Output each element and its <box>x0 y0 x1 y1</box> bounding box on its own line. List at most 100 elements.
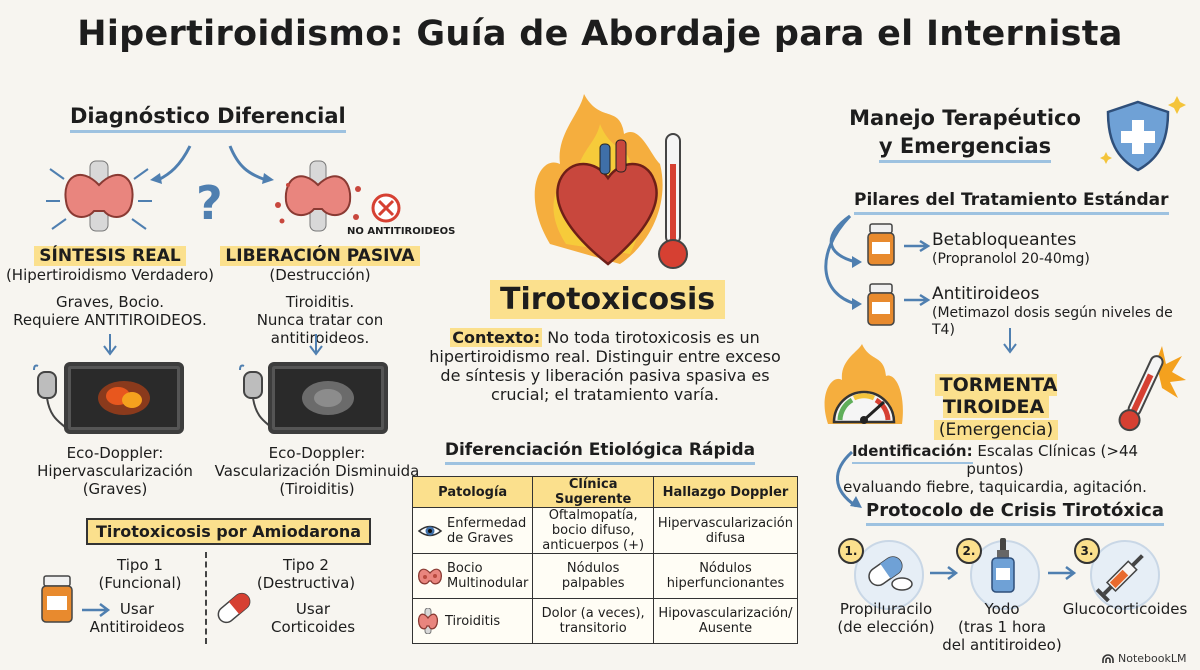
thyroid-nodules-icon <box>417 568 443 585</box>
eco-hypo-text: Eco-Doppler: Vascularización Disminuida … <box>212 444 422 498</box>
cell-line: Hipervascularización <box>657 515 793 531</box>
footer-brand-text: NotebookLM <box>1118 652 1187 665</box>
tipo1-action: Usar Antitiroideos <box>82 600 192 636</box>
curved-arrows-icon <box>824 214 862 310</box>
anti-block: Antitiroideos (Metimazol dosis según niv… <box>932 284 1200 339</box>
liberacion-sub: (Destrucción) <box>269 266 371 284</box>
hypervascular-scan-icon <box>98 381 150 415</box>
anti-sub: (Metimazol dosis según niveles de T4) <box>932 305 1173 338</box>
step2-l1: Yodo <box>984 600 1020 618</box>
tipo1-title: Tipo 1 <box>117 556 163 574</box>
hypovascular-scan-icon <box>302 381 354 415</box>
notebooklm-logo-icon <box>1102 653 1114 663</box>
liberacion-desc1: Tiroiditis. <box>285 293 355 311</box>
no-antitiroideos-label: NO ANTITIROIDEOS <box>347 226 456 237</box>
down-arrow-icon <box>309 334 323 356</box>
cell-line: hiperfuncionantes <box>666 576 785 591</box>
right-arrow-icon <box>82 603 111 617</box>
etiologia-table: Patología Clínica Sugerente Hallazgo Dop… <box>411 476 799 644</box>
dropper-bottle-icon <box>991 538 1015 593</box>
tipo2-sub: (Destructiva) <box>256 574 356 592</box>
sintesis-label: SÍNTESIS REAL <box>34 246 186 266</box>
footer-brand: NotebookLM <box>1102 652 1186 665</box>
cell-line: Nódulos palpables <box>561 561 625 591</box>
manejo-heading: Manejo Terapéutico y Emergencias <box>840 104 1090 163</box>
step2-text: Yodo (tras 1 hora del antitiroideo) <box>940 600 1064 654</box>
thermometer-burst-icon <box>1118 346 1186 432</box>
cell-line: Oftalmopatía, <box>548 508 638 523</box>
pill-bottle-icon <box>867 223 895 266</box>
tipo1-action-l1: Usar <box>119 600 155 618</box>
table-cell-clinica: Oftalmopatía,bocio difuso,anticuerpos (+… <box>532 507 654 554</box>
eye-icon <box>417 525 443 536</box>
step3-text: Glucocorticoides <box>1060 600 1190 618</box>
doppler-screen-hyper <box>64 362 184 434</box>
table-row: Tiroiditis Dolor (a veces),transitorio H… <box>411 598 799 644</box>
cell-line: de Graves <box>447 530 514 546</box>
cell-line: Tiroiditis <box>445 613 501 629</box>
fire-gauge-icon <box>824 344 903 424</box>
table-cell-clinica: Dolor (a veces),transitorio <box>532 598 654 644</box>
tipo2-action: Usar Corticoides <box>258 600 368 636</box>
cell-line: Nódulos <box>699 561 752 576</box>
table-header-row: Patología Clínica Sugerente Hallazgo Dop… <box>411 476 799 508</box>
pilares-heading: Pilares del Tratamiento Estándar <box>854 190 1169 215</box>
tabla-heading-wrap: Diferenciación Etiológica Rápida <box>430 440 770 465</box>
cell-line: Hipovascularización/ <box>658 606 793 621</box>
down-arrow-icon <box>103 334 117 356</box>
tipo1-sub: (Funcional) <box>98 574 182 592</box>
amiodarona-divider <box>205 552 207 644</box>
cell-line: Multinodular <box>447 576 529 591</box>
step2-l2: (tras 1 hora <box>957 618 1047 636</box>
heart-fire-thermometer-icon <box>534 94 688 269</box>
tabla-heading: Diferenciación Etiológica Rápida <box>444 440 756 465</box>
tipo1-action-l2: Antitiroideos <box>89 618 185 636</box>
thyroid-destruction-icon <box>275 160 361 232</box>
right-arrow-icon <box>930 566 959 580</box>
table-cell-clinica: Nódulos palpables <box>532 553 654 599</box>
manejo-heading-l1: Manejo Terapéutico <box>849 106 1081 130</box>
tirotoxicosis-heading: Tirotoxicosis <box>490 280 726 319</box>
table-header: Hallazgo Doppler <box>652 476 799 508</box>
ident-l1: Escalas Clínicas (>44 puntos) <box>966 442 1139 478</box>
contexto-l3: de síntesis y liberación pasiva spasiva … <box>440 366 770 385</box>
ident-l2: evaluando fiebre, taquicardia, agitación… <box>843 478 1147 496</box>
pills-icon <box>868 556 913 591</box>
right-arrow-icon <box>904 239 931 253</box>
contexto-l4: crucial; el tratamiento varía. <box>491 385 719 404</box>
syringe-icon <box>1095 554 1144 602</box>
manejo-heading-l2: y Emergencias <box>878 134 1052 163</box>
table-header: Clínica Sugerente <box>532 476 654 508</box>
eco-hyper-l3: (Graves) <box>82 480 148 498</box>
liberacion-label: LIBERACIÓN PASIVA <box>220 246 420 266</box>
identificacion-text: Identificación: Escalas Clínicas (>44 pu… <box>830 442 1160 496</box>
table-header: Patología <box>411 476 534 508</box>
beta-sub: (Propranolol 20-40mg) <box>932 251 1090 267</box>
step3-l1: Glucocorticoides <box>1062 600 1188 618</box>
right-arrow-icon <box>904 293 931 307</box>
protocolo-heading-text: Protocolo de Crisis Tirotóxica <box>866 500 1164 526</box>
contexto-l1: No toda tirotoxicosis es un <box>547 328 760 347</box>
doppler-screen-hypo <box>268 362 388 434</box>
shield-cross-icon <box>1100 96 1186 172</box>
pilares-heading-text: Pilares del Tratamiento Estándar <box>854 190 1169 215</box>
page-title: Hipertiroidismo: Guía de Abordaje para e… <box>77 14 1123 54</box>
eco-hyper-text: Eco-Doppler: Hipervascularización (Grave… <box>20 444 210 498</box>
down-arrow-icon <box>1003 328 1017 354</box>
tormenta-title: TORMENTA TIROIDEA <box>934 374 1058 418</box>
contexto-label: Contexto: <box>450 328 543 347</box>
liberacion-desc2: Nunca tratar con antitiroideos. <box>256 311 384 347</box>
contexto-text: Contexto: No toda tirotoxicosis es un hi… <box>420 328 790 404</box>
cell-line: difusa <box>705 530 746 546</box>
right-arrow-icon <box>1048 566 1077 580</box>
beta-block: Betabloqueantes (Propranolol 20-40mg) <box>932 230 1090 268</box>
tipo1-title-block: Tipo 1 (Funcional) <box>80 556 200 592</box>
tipo2-title: Tipo 2 <box>283 556 329 574</box>
sintesis-block: SÍNTESIS REAL (Hipertiroidismo Verdadero… <box>0 246 220 329</box>
sintesis-sub: (Hipertiroidismo Verdadero) <box>5 266 215 284</box>
diagnostico-heading: Diagnóstico Diferencial <box>70 104 346 133</box>
eco-hypo-l3: (Tiroiditis) <box>279 480 355 498</box>
eco-hypo-l1: Eco-Doppler: <box>268 444 366 462</box>
